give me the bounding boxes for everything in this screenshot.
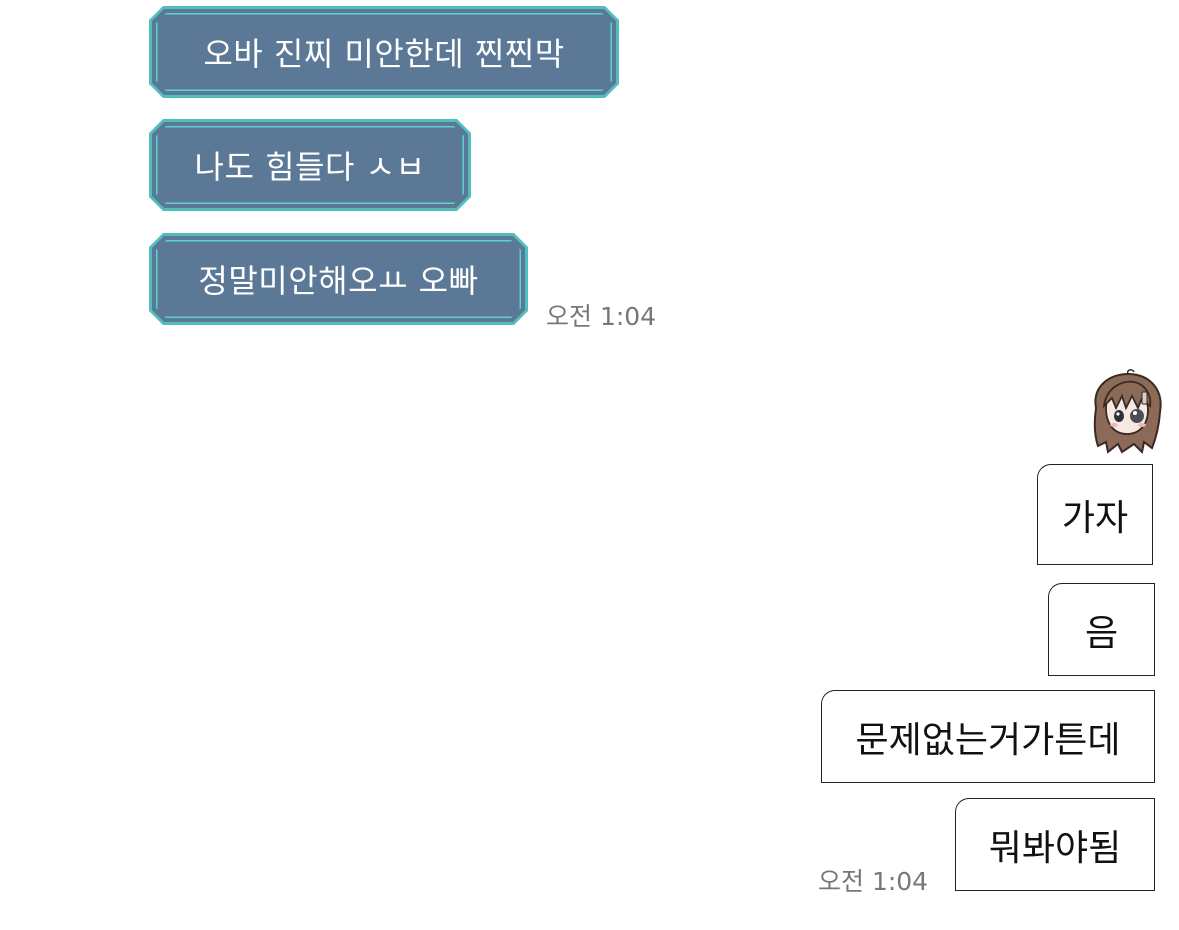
message-text: 문제없는거가튼데 bbox=[855, 719, 1121, 761]
outgoing-message-bubble[interactable]: 음 bbox=[1048, 583, 1155, 676]
message-text: 오바 진찌 미안한데 찐찐막 bbox=[203, 35, 565, 73]
outgoing-timestamp: 오전 1:04 bbox=[818, 867, 929, 896]
anime-girl-avatar-icon bbox=[1082, 368, 1172, 458]
incoming-message-bubble[interactable]: 정말미안해오ㅛ 오빠 bbox=[149, 233, 528, 325]
message-text: 음 bbox=[1084, 612, 1119, 654]
incoming-message-bubble[interactable]: 나도 힘들다 ㅅㅂ bbox=[149, 119, 471, 211]
incoming-timestamp: 오전 1:04 bbox=[546, 302, 657, 331]
message-text: 뭐봐야됨 bbox=[988, 827, 1122, 869]
outgoing-message-bubble[interactable]: 가자 bbox=[1037, 464, 1153, 565]
outgoing-message-bubble[interactable]: 뭐봐야됨 bbox=[955, 798, 1155, 891]
incoming-message-bubble[interactable]: 오바 진찌 미안한데 찐찐막 bbox=[149, 6, 619, 98]
message-text: 가자 bbox=[1061, 497, 1129, 539]
message-text: 정말미안해오ㅛ 오빠 bbox=[198, 262, 479, 300]
message-text: 나도 힘들다 ㅅㅂ bbox=[194, 148, 426, 186]
outgoing-message-bubble[interactable]: 문제없는거가튼데 bbox=[821, 690, 1155, 783]
